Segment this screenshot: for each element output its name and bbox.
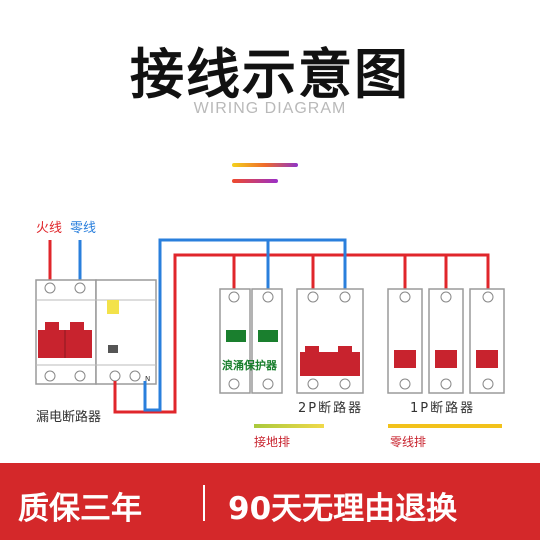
rcbo-breaker xyxy=(35,279,157,385)
mcb-1p-c xyxy=(469,288,505,394)
spd-label: 浪涌保护器 xyxy=(222,358,278,372)
mcb-2p xyxy=(296,288,364,394)
warranty-text: 质保三年 xyxy=(18,491,142,527)
mcb-1p-label: 1P断路器 xyxy=(410,400,475,416)
neutral-wire-label: 零线 xyxy=(70,221,96,236)
accent-bar-bottom xyxy=(232,179,278,183)
page-subtitle: WIRING DIAGRAM xyxy=(193,100,347,117)
neutral-bar-label: 零线排 xyxy=(390,435,426,449)
page-title: 接线示意图 xyxy=(130,43,410,106)
ground-bar-label: 接地排 xyxy=(254,434,290,449)
neutral-bus-wire xyxy=(143,238,347,412)
live-wire-label: 火线 xyxy=(36,221,62,236)
rcbo-n-mark: N xyxy=(145,375,150,383)
mcb-2p-label: 2P断路器 xyxy=(298,400,363,416)
rcbo-label: 漏电断路器 xyxy=(36,409,101,425)
neutral-bar xyxy=(388,424,502,428)
mcb-1p-a xyxy=(387,288,423,394)
accent-bar-top xyxy=(232,163,298,167)
ground-bar xyxy=(254,424,324,428)
banner-divider xyxy=(203,485,205,521)
mcb-1p-b xyxy=(428,288,464,394)
surge-protector xyxy=(219,288,283,394)
return-policy-text: 90天无理由退换 xyxy=(228,491,458,527)
promo-banner: 质保三年 90天无理由退换 xyxy=(0,463,540,540)
live-bus-wire xyxy=(113,253,490,414)
